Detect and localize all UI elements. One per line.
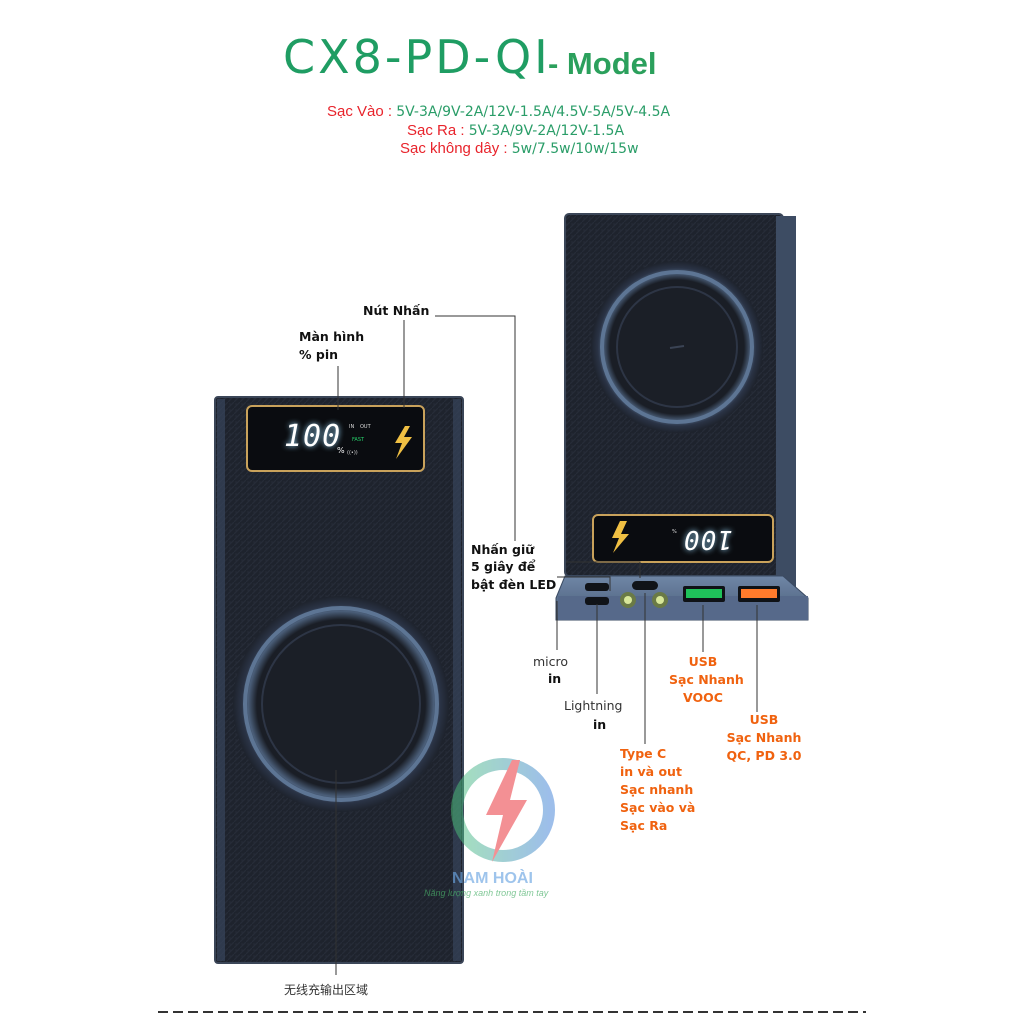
label-hold-2: 5 giây để [471,559,536,574]
spec-output-sep: : [460,122,465,139]
label-screen-2: % pin [299,347,339,362]
fast-indicator: FAST [352,437,365,443]
label-usb2: USB Sạc Nhanh QC, PD 3.0 [724,711,804,765]
label-micro-1: micro [533,654,569,669]
powerbank-side [555,213,809,621]
label-hold-3: bật đèn LED [471,577,557,592]
spec-input-label: Sạc Vào [327,103,384,120]
watermark-name: NAM HOÀI [452,870,533,887]
watermark-logo [451,758,555,862]
spec-input-value: 5V-3A/9V-2A/12V-1.5A/4.5V-5A/5V-4.5A [396,104,671,120]
label-screen-1: Màn hình [299,329,365,344]
label-typec-4: Sạc vào và [620,800,696,815]
battery-digits-side: 100 [683,524,733,554]
label-usb1-1: USB [688,654,718,669]
label-lightning-2: in [593,717,607,732]
spec-wireless-sep: : [503,140,508,157]
powerbank-front [214,396,464,964]
wireless-indicator: ((•)) [347,450,358,456]
out-indicator: OUT [360,424,371,430]
label-usb1-3: VOOC [683,690,723,705]
percent-sign: % [337,446,345,455]
label-button: Nút Nhấn [363,303,430,318]
label-typec-3: Sạc nhanh [620,782,694,797]
label-usb2-1: USB [749,712,779,727]
label-wireless-area: 无线充输出区域 [284,983,369,997]
label-lightning-1: Lightning [564,698,623,713]
label-usb1: USB Sạc Nhanh VOOC [669,653,744,707]
percent-sign-side: % [672,527,677,533]
spec-input: Sạc Vào : 5V-3A/9V-2A/12V-1.5A/4.5V-5A/5… [327,103,670,120]
label-typec: Type C in và out Sạc nhanh Sạc vào và Sạ… [620,745,695,835]
spec-output-value: 5V-3A/9V-2A/12V-1.5A [468,123,625,139]
label-usb1-2: Sạc Nhanh [669,672,744,687]
watermark-slogan: Năng lượng xanh trong tầm tay [424,888,549,898]
label-typec-5: Sạc Ra [620,818,668,833]
spec-output-label: Sạc Ra [407,122,457,139]
label-usb2-2: Sạc Nhanh [726,730,802,745]
label-typec-1: Type C [620,746,667,761]
battery-digits: 100 [284,419,342,454]
callout-lines [335,315,758,975]
model-suffix: - Model [548,46,657,81]
spec-input-sep: : [387,103,393,120]
model-title: CX8-PD-QI [283,30,551,84]
in-indicator: IN [349,424,355,430]
spec-output: Sạc Ra : 5V-3A/9V-2A/12V-1.5A [407,122,624,139]
label-usb2-3: QC, PD 3.0 [726,748,802,763]
spec-wireless-label: Sạc không dây [400,140,500,157]
spec-wireless: Sạc không dây : 5w/7.5w/10w/15w [400,140,639,157]
label-micro-2: in [548,671,562,686]
label-typec-2: in và out [620,764,682,779]
spec-wireless-value: 5w/7.5w/10w/15w [511,141,639,157]
label-hold-1: Nhấn giữ [471,542,535,557]
